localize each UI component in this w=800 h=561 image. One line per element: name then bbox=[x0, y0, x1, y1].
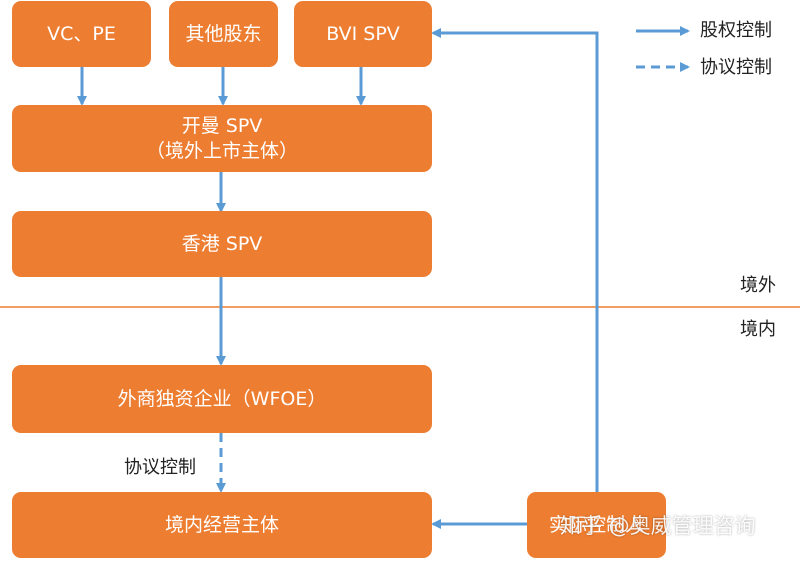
edge-label-agreement-control: 协议控制 bbox=[124, 457, 196, 478]
arrow-controller-to-bvi bbox=[431, 28, 599, 492]
node-cayman-spv-line1: 开曼 SPV bbox=[181, 114, 263, 137]
node-other-shareholders-label: 其他股东 bbox=[185, 22, 262, 45]
node-hk-spv-label: 香港 SPV bbox=[181, 232, 263, 255]
node-bvi-spv-label: BVI SPV bbox=[326, 22, 400, 45]
node-vc-pe: VC、PE bbox=[12, 1, 151, 67]
node-actual-controller: 实际控制人 bbox=[527, 492, 666, 558]
node-cayman-spv-line2: （境外上市主体） bbox=[145, 139, 298, 162]
legend-agreement-control-label: 协议控制 bbox=[700, 57, 772, 78]
node-domestic-entity-label: 境内经营主体 bbox=[164, 513, 279, 536]
node-domestic-entity: 境内经营主体 bbox=[12, 492, 432, 558]
zone-offshore-label: 境外 bbox=[740, 275, 776, 296]
watermark-text: 知乎 @奥威管理咨询 bbox=[560, 514, 756, 538]
node-hk-spv: 香港 SPV bbox=[12, 211, 432, 277]
node-wfoe-label: 外商独资企业（WFOE） bbox=[117, 387, 327, 410]
node-other-shareholders: 其他股东 bbox=[169, 1, 278, 67]
legend-equity-control-label: 股权控制 bbox=[700, 20, 772, 41]
zone-onshore-label: 境内 bbox=[740, 319, 776, 340]
node-bvi-spv: BVI SPV bbox=[294, 1, 432, 67]
node-vc-pe-label: VC、PE bbox=[47, 22, 116, 45]
node-cayman-spv: 开曼 SPV （境外上市主体） bbox=[12, 105, 432, 172]
node-wfoe: 外商独资企业（WFOE） bbox=[12, 365, 432, 433]
node-actual-controller-label: 实际控制人 bbox=[548, 513, 644, 536]
